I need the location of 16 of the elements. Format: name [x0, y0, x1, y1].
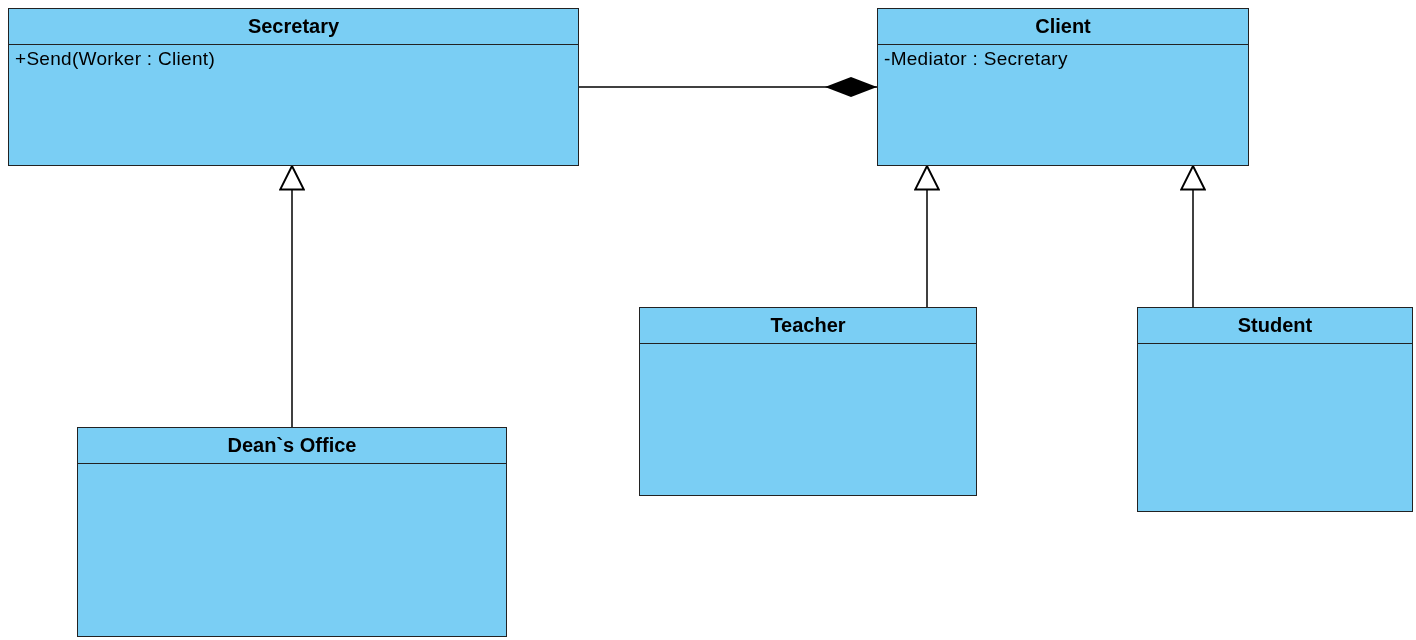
class-box — [1137, 307, 1413, 512]
class-name: Secretary — [247, 14, 340, 39]
class-box — [877, 8, 1249, 166]
generalization-arrow — [914, 165, 940, 308]
composition-line — [578, 77, 878, 97]
class-name: Teacher — [770, 313, 846, 338]
class-name: Client — [1035, 14, 1091, 39]
generalization-arrow — [1180, 165, 1206, 308]
class-name: Dean`s Office — [227, 433, 357, 458]
class-box — [8, 8, 579, 166]
class-member: -Mediator : Secretary — [884, 48, 1068, 69]
class-name: Student — [1237, 313, 1313, 338]
generalization-arrow — [279, 165, 305, 428]
class-box — [639, 307, 977, 496]
class-box — [77, 427, 507, 637]
class-member: +Send(Worker : Client) — [15, 48, 215, 69]
